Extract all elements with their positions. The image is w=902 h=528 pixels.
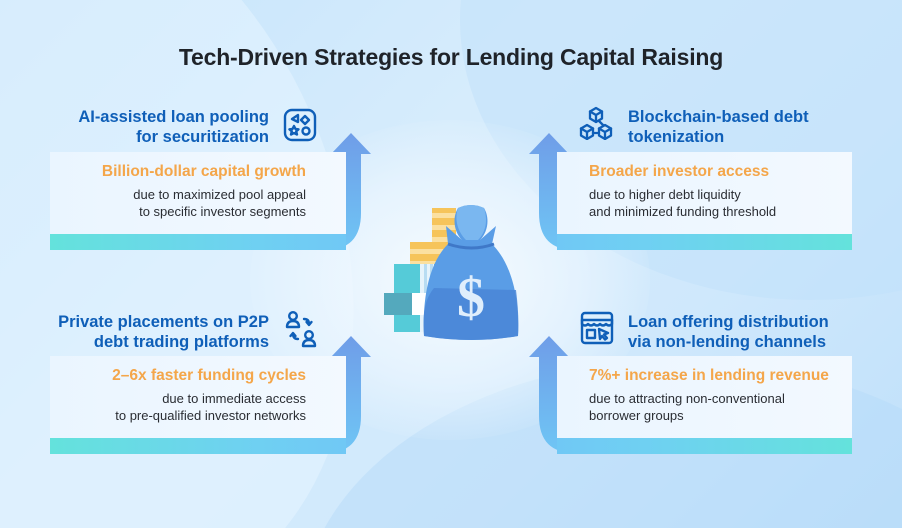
growth-arrow-bottom-right <box>529 336 581 454</box>
growth-arrow-bottom-left <box>325 336 377 454</box>
strategy-heading-non-lending-channels: Loan offering distribution via non-lendi… <box>628 313 829 351</box>
page-title: Tech-Driven Strategies for Lending Capit… <box>178 44 724 70</box>
shapes-pooling-icon <box>283 108 317 142</box>
blockchain-cubes-icon <box>579 106 613 140</box>
stat-label: Broader investor access <box>589 163 770 180</box>
card-accent-bar <box>557 234 852 250</box>
stat-label: Billion-dollar capital growth <box>101 163 306 180</box>
money-bag-icon: $ <box>382 198 522 346</box>
stat-description: due to immediate access to pre-qualified… <box>115 391 306 423</box>
svg-text:$: $ <box>457 267 485 329</box>
strategy-heading-ai-loan-pooling: AI-assisted loan pooling for securitizat… <box>78 108 269 146</box>
stat-description: due to higher debt liquidity and minimiz… <box>589 187 777 219</box>
stat-description: due to maximized pool appeal to specific… <box>133 187 306 219</box>
growth-arrow-top-left <box>325 133 377 251</box>
card-accent-bar <box>557 438 852 454</box>
p2p-exchange-icon <box>284 310 318 348</box>
card-accent-bar <box>50 438 346 454</box>
storefront-icon <box>580 311 614 345</box>
strategy-heading-p2p-placements: Private placements on P2P debt trading p… <box>58 313 269 351</box>
strategy-heading-blockchain-tokenization: Blockchain-based debt tokenization <box>628 108 809 146</box>
card-accent-bar <box>50 234 346 250</box>
growth-arrow-top-right <box>529 133 581 251</box>
stat-label: 2–6x faster funding cycles <box>112 367 306 384</box>
strategy-card-blockchain-tokenization: Broader investor access due to higher de… <box>557 152 852 250</box>
stat-description: due to attracting non-conventional borro… <box>589 391 785 423</box>
strategy-card-non-lending-channels: 7%+ increase in lending revenue due to a… <box>557 356 852 454</box>
stat-label: 7%+ increase in lending revenue <box>589 367 829 384</box>
strategy-card-p2p-placements: 2–6x faster funding cycles due to immedi… <box>50 356 346 454</box>
strategy-card-ai-loan-pooling: Billion-dollar capital growth due to max… <box>50 152 346 250</box>
